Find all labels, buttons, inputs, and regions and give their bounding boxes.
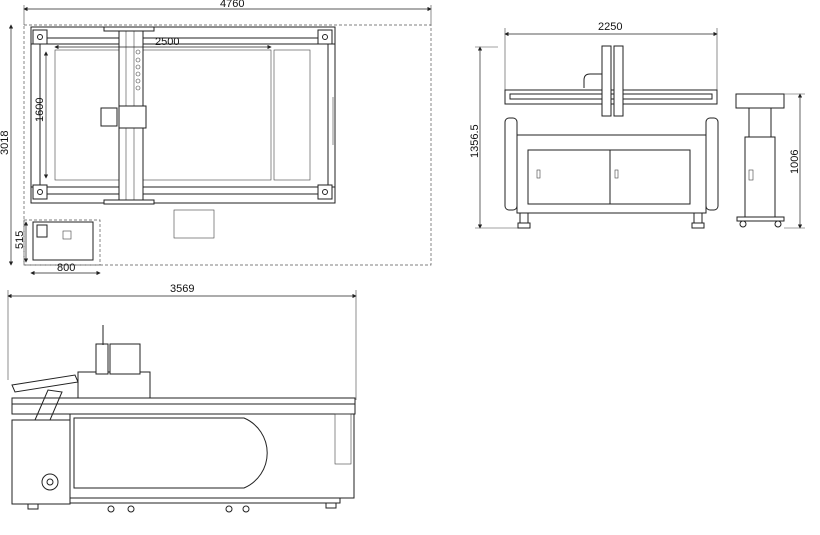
dim-work-width: 1600	[34, 98, 46, 122]
top-view: 4760 3018 2500 1600 515 800	[0, 0, 432, 276]
dim-overall-length: 4760	[220, 0, 244, 10]
dim-front-height: 1356.5	[469, 124, 481, 158]
dim-side-length: 3569	[170, 283, 194, 295]
dim-cabinet-depth: 515	[14, 231, 26, 249]
dim-stand-height: 1006	[789, 150, 801, 174]
side-view: 3569	[7, 283, 357, 513]
dim-cabinet-width: 800	[57, 262, 75, 274]
front-view: 2250 1356.5 1006	[469, 21, 805, 229]
footprint-boundary	[23, 24, 432, 266]
dim-overall-width: 3018	[0, 131, 11, 155]
dim-work-length: 2500	[155, 36, 179, 48]
dim-front-width: 2250	[598, 21, 622, 33]
